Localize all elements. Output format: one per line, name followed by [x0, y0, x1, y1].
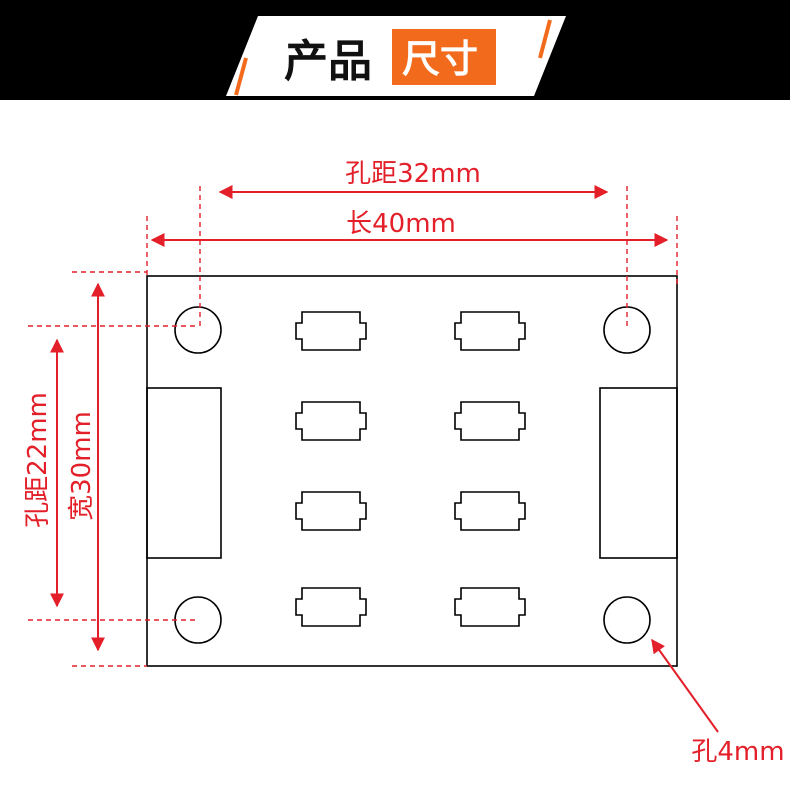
- label-hole-diameter: 孔4mm: [691, 737, 784, 767]
- side-rect-right: [599, 387, 678, 559]
- pad-r4-c1: [295, 587, 367, 627]
- banner-accent-left: [234, 57, 248, 96]
- pad-r1-c1: [295, 311, 367, 351]
- pad-r2-c1: [295, 401, 367, 441]
- title-highlight: 尺寸: [402, 37, 478, 81]
- pad-r2-c2: [454, 401, 526, 441]
- pad-r3-c1: [295, 491, 367, 531]
- leader-hole-diameter: [651, 638, 719, 733]
- label-length: 长40mm: [346, 209, 456, 239]
- header-banner: 产品 尺寸: [0, 0, 790, 100]
- label-hole-spacing-horizontal: 孔距32mm: [345, 159, 481, 189]
- pad-r1-c2: [454, 311, 526, 351]
- label-width: 宽30mm: [67, 411, 97, 521]
- pad-r3-c2: [454, 491, 526, 531]
- title-highlight-box: [392, 29, 496, 85]
- pad-r4-c2: [454, 587, 526, 627]
- mounting-hole-top-left: [174, 306, 222, 354]
- board-outline: [146, 275, 678, 667]
- mounting-hole-bottom-right: [603, 596, 651, 644]
- side-rect-left: [146, 387, 222, 559]
- label-hole-spacing-vertical: 孔距22mm: [23, 392, 53, 528]
- title-main: 产品: [284, 36, 372, 87]
- banner-accent-right: [538, 19, 552, 59]
- pad-grid: [295, 311, 526, 627]
